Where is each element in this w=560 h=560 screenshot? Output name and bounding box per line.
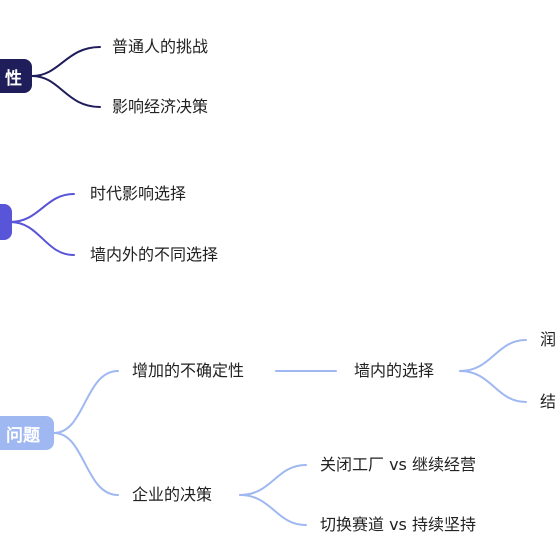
branch-g3-b[interactable]: 企业的决策 [132,485,213,504]
root-node-3-label: 问题 [6,425,40,446]
connector-g2-1 [9,193,75,223]
connector-g1-2 [31,75,101,108]
branch-g1-1[interactable]: 普通人的挑战 [112,37,209,56]
connector-b-2 [239,494,307,526]
branch-g3-b-leaf-1[interactable]: 关闭工厂 vs 继续经营 [320,455,476,474]
connector-g3-b [53,432,119,496]
connector-b-1 [239,464,307,496]
connector-sub-1 [459,339,527,372]
connector-g2-2 [9,221,75,256]
branch-g2-2[interactable]: 墙内外的不同选择 [90,245,219,264]
branch-g3-a-leaf-2[interactable]: 结 [540,392,557,411]
root-node-2[interactable] [0,204,12,240]
connector-g3-a [53,370,119,434]
root-node-1-label: 性 [5,68,22,89]
branch-g3-b-leaf-2[interactable]: 切换赛道 vs 持续坚持 [320,515,476,534]
connector-g1-1 [31,46,101,77]
root-node-1[interactable]: 性 [0,59,32,93]
branch-g3-a-leaf-1[interactable]: 润 [540,330,557,349]
connector-sub-2 [459,370,527,403]
root-node-3[interactable]: 问题 [0,416,54,450]
branch-g3-a[interactable]: 增加的不确定性 [132,361,245,380]
branch-g3-a-sub[interactable]: 墙内的选择 [354,361,435,380]
branch-g2-1[interactable]: 时代影响选择 [90,184,187,203]
branch-g1-2[interactable]: 影响经济决策 [112,97,209,116]
